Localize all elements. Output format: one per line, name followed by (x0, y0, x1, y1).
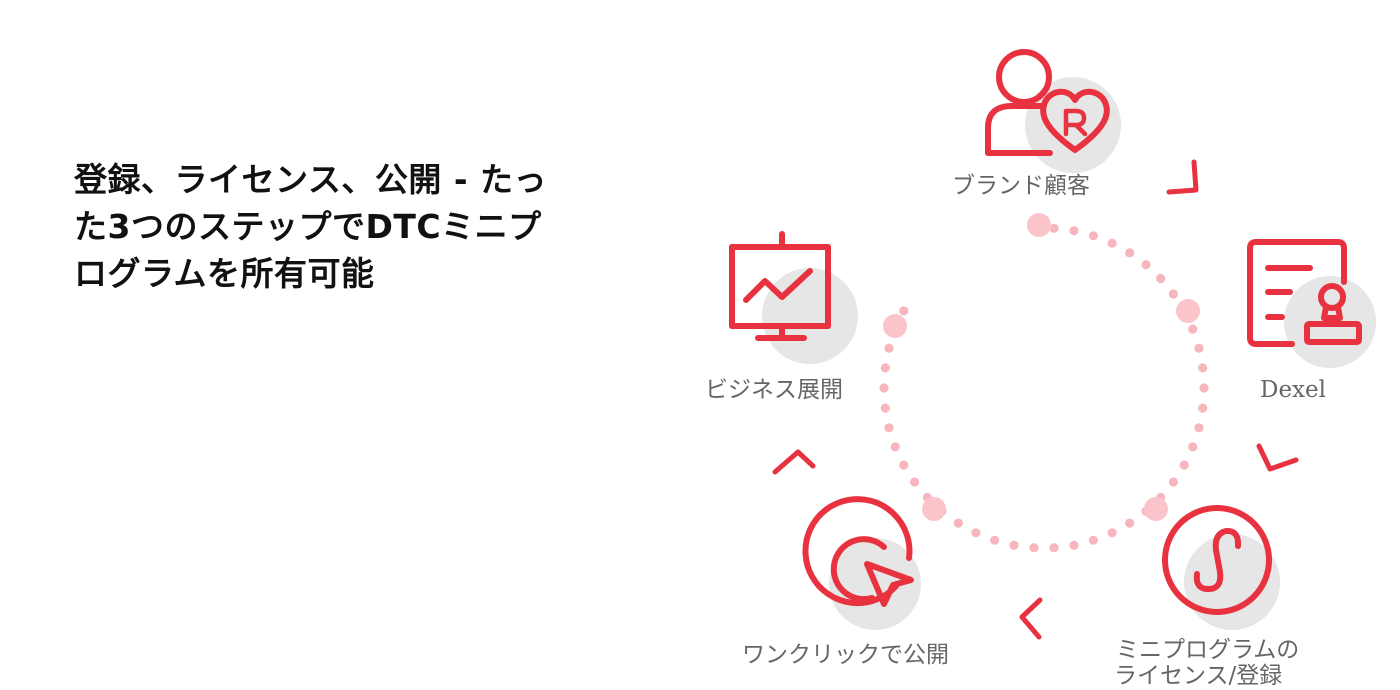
mini-program-icon (1162, 505, 1280, 630)
ring-dot (1049, 543, 1059, 553)
ring-dot (1194, 423, 1204, 433)
ring-node-dot (1176, 299, 1200, 323)
ring-dot (1188, 324, 1198, 334)
ring-dot (1125, 518, 1135, 528)
ring-dot (1088, 535, 1098, 545)
ring-node-dots (883, 213, 1200, 521)
ring-dot (879, 383, 889, 393)
ring-dot (1156, 273, 1166, 284)
step-label-business-expansion: ビジネス展開 (705, 377, 843, 403)
presentation-chart-icon (729, 231, 858, 364)
ring-dot (1107, 238, 1117, 248)
ring-node-dot (922, 497, 946, 521)
headline-line-3: ログラムを所有可能 (74, 254, 375, 293)
ring-dot (880, 403, 890, 413)
ring-dot (1141, 260, 1151, 270)
direction-chevron-icon (1256, 443, 1299, 472)
headline-line-2: た3つのステップでDTCミニプ (74, 207, 542, 246)
ring-dot (884, 423, 894, 433)
user-heart-r-icon (985, 49, 1121, 173)
step-label-one-click-publish: ワンクリックで公開 (742, 642, 949, 668)
ring-dot (910, 477, 920, 487)
ring-dot (1125, 248, 1135, 258)
ring-dot (880, 363, 890, 373)
ring-dot (1029, 543, 1039, 553)
ring-dot (1188, 442, 1198, 452)
step-label-dexel: Dexel (1260, 377, 1326, 403)
direction-chevron-icon (1166, 159, 1199, 195)
ring-dot (953, 518, 963, 528)
direction-chevron-icon (1019, 597, 1043, 640)
ring-dot (884, 343, 894, 353)
ring-dot (1179, 460, 1189, 470)
ring-dot (890, 442, 900, 452)
direction-chevron-icon (772, 449, 816, 475)
ring-dot (899, 460, 909, 470)
ring-node-dot (1027, 213, 1051, 237)
ring-dot (1168, 289, 1178, 299)
ring-dot (1088, 231, 1098, 241)
ring-dot (1009, 540, 1019, 550)
document-stamp-icon (1247, 239, 1376, 368)
step-label-brand-customer: ブランド顧客 (952, 173, 1090, 199)
headline: 登録、ライセンス、公開 - たっ た3つのステップでDTCミニプ ログラムを所有… (74, 156, 594, 297)
ring-dot (1199, 383, 1209, 393)
ring-dot (899, 306, 909, 316)
ring-dot (1069, 226, 1079, 236)
headline-line-1: 登録、ライセンス、公開 - たっ (74, 160, 548, 199)
ring-dot (1107, 528, 1117, 538)
ring-node-dot (1144, 497, 1168, 521)
ring-dot (971, 528, 981, 538)
step-label-license-line-1: ミニプログラムの (1116, 637, 1300, 663)
ring-node-dot (883, 314, 907, 338)
ring-dot (1168, 477, 1178, 487)
ring-dot (1198, 363, 1208, 373)
ring-dot (1049, 223, 1059, 233)
ring-dot (1194, 343, 1204, 353)
ring-dot (1069, 540, 1079, 550)
step-label-license-line-2: ライセンス/登録 (1114, 663, 1283, 689)
cursor-click-icon (802, 496, 921, 630)
ring-dot (1198, 403, 1208, 413)
ring-dot (990, 535, 1000, 545)
